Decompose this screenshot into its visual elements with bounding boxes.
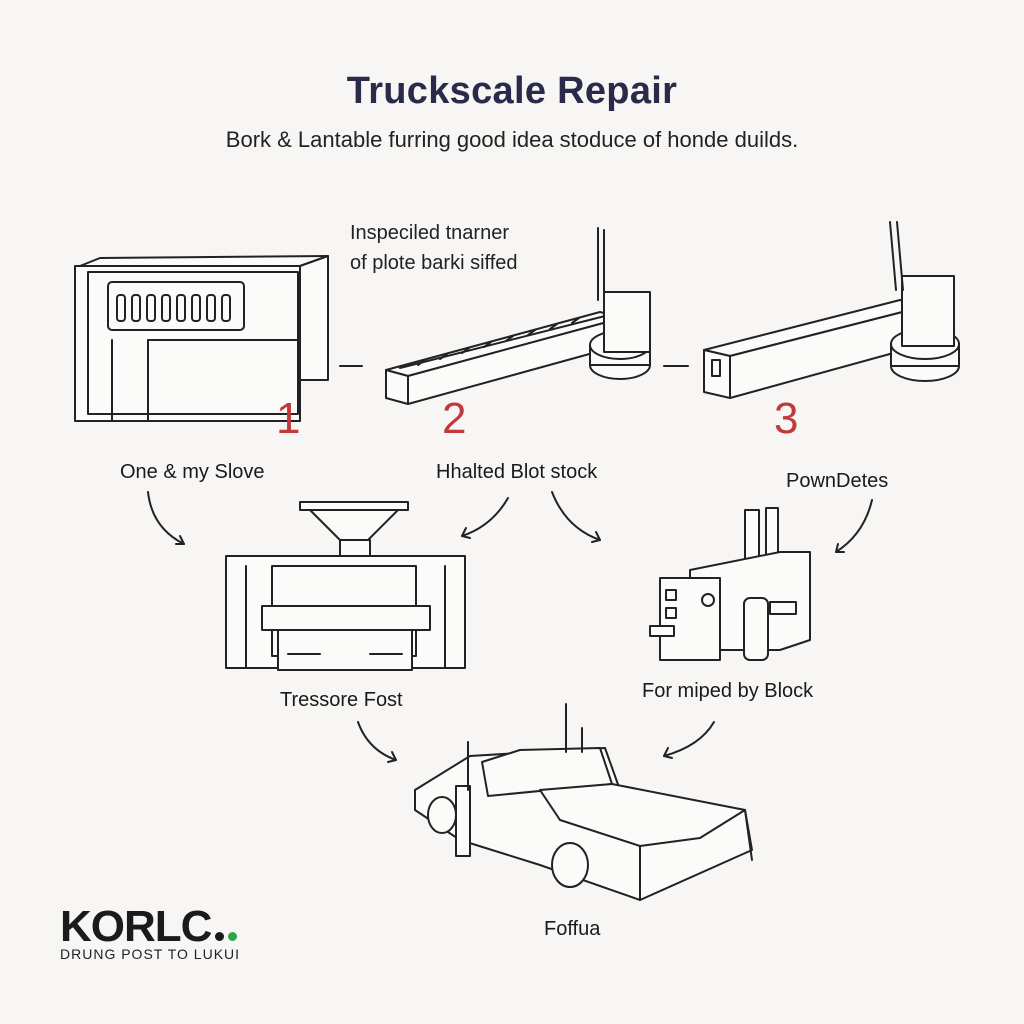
annotation-line-1: Inspeciled tnarner: [350, 222, 509, 244]
scale-machine-illustration: [225, 501, 466, 671]
label-for-miped-by-block: For miped by Block: [642, 680, 814, 702]
scale-cabinet-illustration: [74, 255, 363, 422]
page-subtitle: Bork & Lantable furring good idea stoduc…: [225, 127, 799, 152]
flow-arrows: [147, 491, 873, 763]
pickup-truck-illustration: [414, 703, 753, 901]
logo: KORLC: [60, 902, 238, 952]
annotation-note: Inspeciled tnarner of plote barki siffed: [350, 218, 518, 278]
logo-dot-green: [228, 932, 238, 941]
logo-tagline: DRUNG POST TO LUKUI: [60, 946, 241, 962]
label-tressore-fost: Tressore Fost: [280, 689, 403, 711]
label-one-my-slove: One & my Slove: [120, 461, 265, 483]
logo-wordmark: KORLC: [60, 902, 212, 951]
logo-dots: [211, 902, 238, 952]
logo-dot-dark: [215, 932, 225, 941]
step-number-1: 1: [276, 394, 301, 443]
label-pown-detes: PownDetes: [786, 470, 889, 492]
control-unit-illustration: [649, 507, 811, 661]
step-number-3: 3: [774, 394, 799, 443]
step-number-2: 2: [442, 394, 467, 443]
load-cell-beam-illustration: [385, 227, 689, 405]
label-hhalted-blot-stock: Hhalted Blot stock: [436, 461, 598, 483]
label-foffua: Foffua: [544, 918, 601, 940]
beam-assembly-illustration: [703, 221, 960, 399]
page-title: Truckscale Repair: [346, 70, 678, 112]
annotation-line-2: of plote barki siffed: [350, 252, 518, 274]
